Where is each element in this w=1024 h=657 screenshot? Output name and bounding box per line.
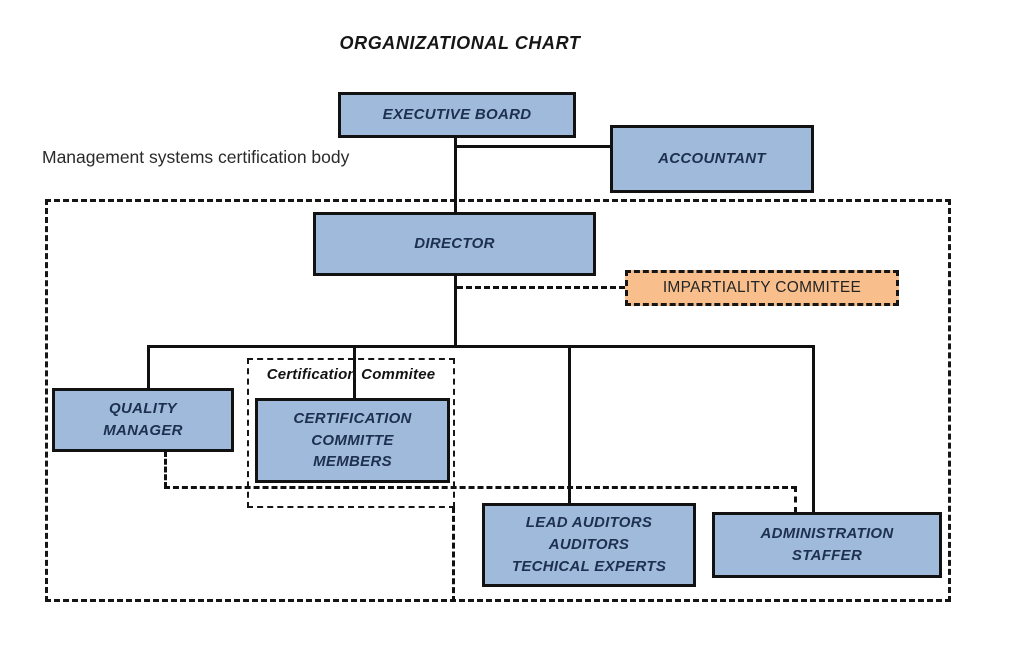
- node-label: AUDITORS: [548, 536, 630, 554]
- drop-to-administration: [812, 345, 815, 514]
- connector-executive-to-accountant: [456, 145, 612, 148]
- node-accountant: ACCOUNTANT: [610, 125, 814, 193]
- node-label: MEMBERS: [313, 453, 392, 471]
- certification-commitee-group: [247, 358, 455, 508]
- connector-director-to-branch: [454, 275, 457, 347]
- node-label: TECHICAL EXPERTS: [511, 557, 667, 575]
- node-label: STAFFER: [791, 547, 863, 564]
- node-impartiality-commitee: IMPARTIALITY COMMITEE: [625, 270, 899, 306]
- node-label: MANAGER: [103, 422, 183, 439]
- certification-commitee-group-label: Certification Commitee: [266, 366, 436, 383]
- dashed-director-to-impartiality: [457, 286, 625, 289]
- node-label: QUALITY: [109, 400, 177, 418]
- node-label: ACCOUNTANT: [658, 150, 766, 168]
- node-label: LEAD AUDITORS: [525, 514, 653, 532]
- chart-title: ORGANIZATIONAL CHART: [339, 33, 581, 53]
- node-lead-auditors: LEAD AUDITORS AUDITORS TECHICAL EXPERTS: [482, 503, 696, 587]
- certification-body-label: Management systems certification body: [42, 147, 350, 167]
- branch-line: [147, 345, 815, 348]
- drop-to-quality-manager: [147, 345, 150, 389]
- node-label: DIRECTOR: [414, 235, 495, 253]
- drop-to-lead-auditors: [568, 345, 571, 505]
- node-label: ADMINISTRATION: [760, 525, 894, 543]
- node-label: IMPARTIALITY COMMITEE: [662, 279, 862, 296]
- node-label: COMMITTE: [311, 431, 394, 449]
- certification-body-boundary: [45, 199, 951, 602]
- dashed-quality-to-administration: [164, 486, 797, 489]
- node-administration-staffer: ADMINISTRATION STAFFER: [712, 512, 942, 578]
- node-label: CERTIFICATION: [293, 409, 412, 427]
- node-quality-manager: QUALITY MANAGER: [52, 388, 234, 452]
- node-label: EXECUTIVE BOARD: [382, 106, 532, 124]
- node-certification-members: CERTIFICATION COMMITTE MEMBERS: [255, 398, 450, 483]
- node-director: DIRECTOR: [313, 212, 596, 276]
- dashed-certification-extension: [452, 507, 455, 602]
- dashed-quality-manager-down: [164, 451, 167, 488]
- dashed-into-administration: [794, 486, 797, 513]
- connector-executive-to-director: [454, 136, 457, 214]
- drop-to-certification-members: [353, 345, 356, 399]
- node-executive-board: EXECUTIVE BOARD: [338, 92, 576, 138]
